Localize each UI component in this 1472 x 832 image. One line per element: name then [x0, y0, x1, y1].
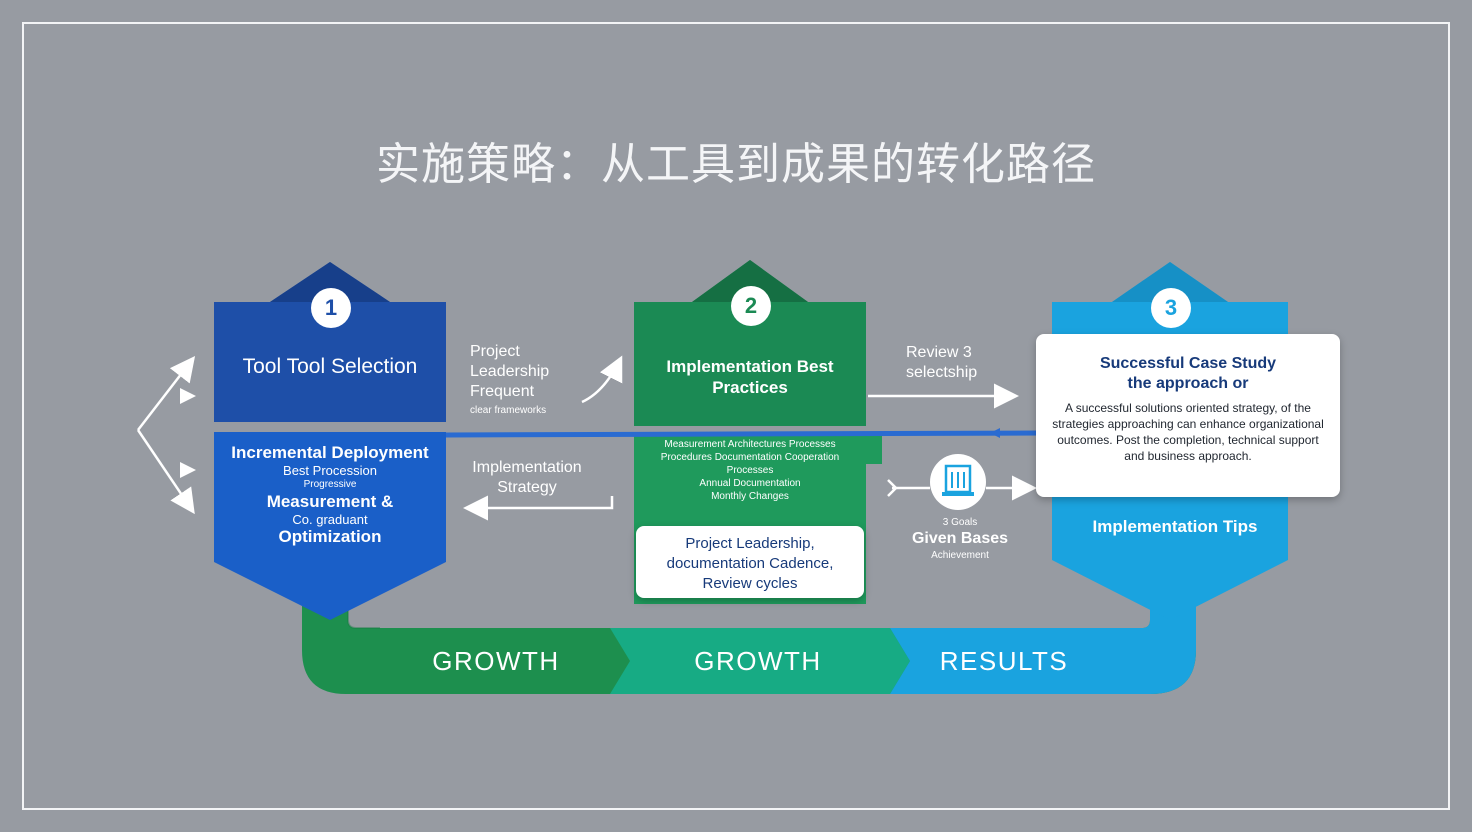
- band-label-results: RESULTS: [939, 646, 1069, 676]
- step-1-sub1: Best Procession: [283, 463, 377, 478]
- step-2-card-text: Project Leadership, documentation Cadenc…: [666, 535, 834, 592]
- step-1-heading2: Measurement &: [266, 492, 394, 511]
- connector-mid-left-label: Implementation Strategy: [472, 459, 582, 496]
- step-2-body-line-3: Processes: [726, 465, 774, 476]
- case-study-body: A successful solutions oriented strategy…: [1052, 401, 1324, 463]
- connector-mid-right-small1: 3 Goals: [942, 517, 978, 528]
- building-icon: [930, 454, 986, 510]
- step-3-number: 3: [1151, 288, 1191, 328]
- step-1-number: 1: [311, 288, 351, 328]
- band-label-growth-1: GROWTH: [432, 646, 560, 676]
- step-2-body-line-1: Measurement Architectures Processes: [664, 439, 836, 450]
- connector-mid-right: 3 Goals Given Bases Achievement: [900, 516, 1020, 562]
- connector-top-left-label: Project Leadership Frequent: [470, 343, 550, 400]
- slide-frame: [22, 22, 1450, 810]
- step-2-body: Measurement Architectures Processes Proc…: [640, 438, 860, 503]
- step-1-sub3: Co. graduant: [292, 512, 368, 527]
- step-3-lower: Implementation Tips: [1092, 517, 1258, 536]
- connector-mid-right-small2: Achievement: [931, 550, 989, 561]
- step-2-title: Implementation Best Practices: [666, 357, 834, 397]
- connector-top-right-label: Review 3 selectship: [906, 344, 978, 381]
- main-connector-line: [445, 430, 1041, 438]
- connector-top-left: Project Leadership Frequent clear framew…: [470, 342, 580, 417]
- step-2-card: Project Leadership, documentation Cadenc…: [636, 526, 864, 598]
- step-2-body-line-2: Procedures Documentation Cooperation: [660, 452, 840, 463]
- band-label-growth-2: GROWTH: [694, 646, 822, 676]
- step-2-body-line-5: Monthly Changes: [711, 491, 789, 502]
- step-1-title: Tool Tool Selection: [242, 355, 418, 378]
- step-2-body-line-4: Annual Documentation: [699, 478, 801, 489]
- step-1-heading3: Optimization: [278, 527, 382, 546]
- connector-top-left-small: clear frameworks: [470, 405, 547, 416]
- left-fan-arrows: [136, 356, 196, 515]
- step-1-lower-text: Incremental Deployment Best Procession P…: [224, 443, 436, 547]
- strategy-arrow: [463, 495, 614, 521]
- connector-mid-right-label: Given Bases: [911, 530, 1009, 547]
- step-2-number: 2: [731, 286, 771, 326]
- curved-arrow: [581, 355, 623, 404]
- step-1-column: [214, 262, 446, 620]
- step-1-sub2: Progressive: [303, 479, 357, 490]
- case-study-title: Successful Case Study the approach or: [1099, 355, 1277, 392]
- step-1-heading: Incremental Deployment: [231, 443, 429, 462]
- case-study-card: Successful Case Study the approach or A …: [1036, 334, 1340, 497]
- band-segment-3: [890, 598, 1196, 694]
- band-segment-2: [610, 628, 910, 694]
- growth-band: [302, 597, 1196, 694]
- page-title: 实施策略：从工具到成果的转化路径: [376, 139, 1096, 190]
